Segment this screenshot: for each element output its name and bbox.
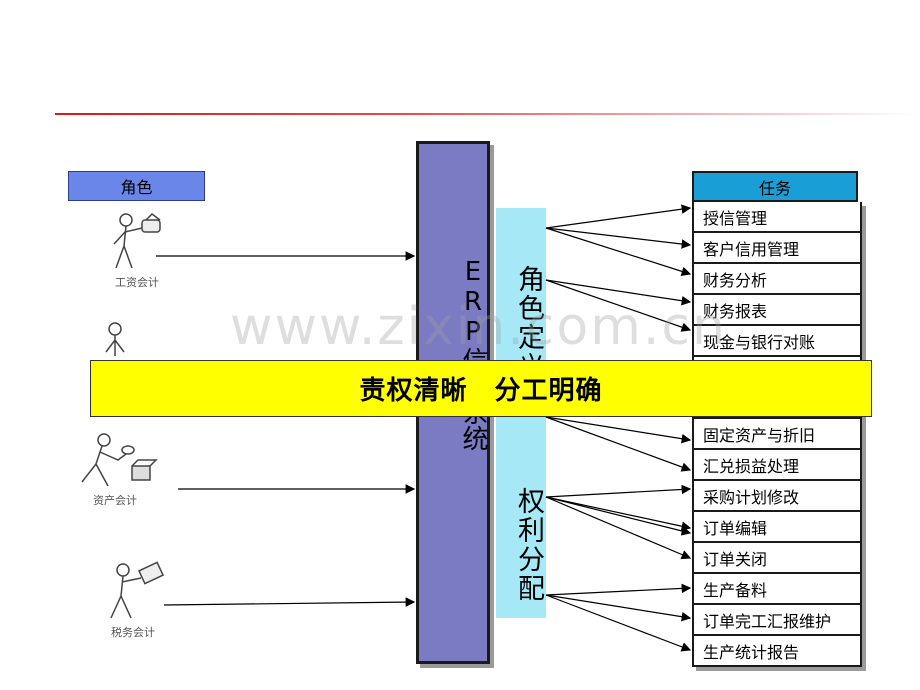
- task-item: 采购计划修改: [694, 481, 860, 512]
- task-item: 订单编辑: [694, 512, 860, 543]
- task-arrow: [545, 583, 692, 596]
- role-arrow: [163, 597, 416, 607]
- task-arrow: [545, 204, 692, 229]
- task-arrow: [545, 416, 692, 472]
- person-icon: [105, 322, 125, 356]
- task-arrow: [545, 484, 692, 498]
- erp-label: ERP信息系统: [458, 257, 488, 451]
- task-arrow: [545, 594, 692, 652]
- role-label: 资产会计: [93, 494, 137, 507]
- role-label: 税务会计: [111, 626, 155, 639]
- slogan-banner: 责权清晰 分工明确: [90, 360, 872, 417]
- slogan-text: 责权清晰 分工明确: [359, 376, 603, 406]
- task-arrow: [545, 279, 692, 306]
- task-item: 订单完工汇报维护: [694, 605, 860, 636]
- task-arrow: [545, 496, 692, 536]
- top-divider: [55, 113, 920, 115]
- role-header-label: 角色: [120, 178, 153, 197]
- role-asset-accountant: 资产会计: [70, 430, 160, 508]
- task-item: 财务分析: [694, 264, 860, 295]
- task-arrow: [545, 227, 692, 277]
- role-header: 角色: [68, 171, 205, 201]
- task-arrow: [545, 496, 692, 560]
- task-item: 汇兑损益处理: [694, 450, 860, 481]
- role-tax-accountant: 税务会计: [88, 560, 178, 640]
- task-item: 生产备料: [694, 574, 860, 605]
- task-arrow: [545, 496, 692, 531]
- task-header-label: 任务: [758, 178, 791, 198]
- person-icon: [110, 561, 165, 619]
- task-item: 客户信用管理: [694, 233, 860, 264]
- task-item: 固定资产与折旧: [694, 419, 860, 450]
- task-arrow: [545, 227, 692, 249]
- person-icon: [113, 213, 161, 269]
- task-item: 生产统计报告: [694, 636, 860, 667]
- role-label: 工资会计: [115, 276, 159, 289]
- task-item: 授信管理: [694, 202, 860, 233]
- task-arrow: [545, 279, 692, 332]
- person-icon: [81, 433, 158, 487]
- task-item: 财务报表: [694, 295, 860, 326]
- permission-label: 权利分配: [513, 487, 544, 603]
- task-arrow: [545, 416, 692, 444]
- task-item: 订单关闭: [694, 543, 860, 574]
- role-salary-accountant: 工资会计: [92, 210, 182, 290]
- task-arrow: [545, 594, 692, 622]
- task-header: 任务: [692, 171, 858, 202]
- task-item: 现金与银行对账: [694, 326, 860, 357]
- role-hidden-accountant: [60, 320, 150, 360]
